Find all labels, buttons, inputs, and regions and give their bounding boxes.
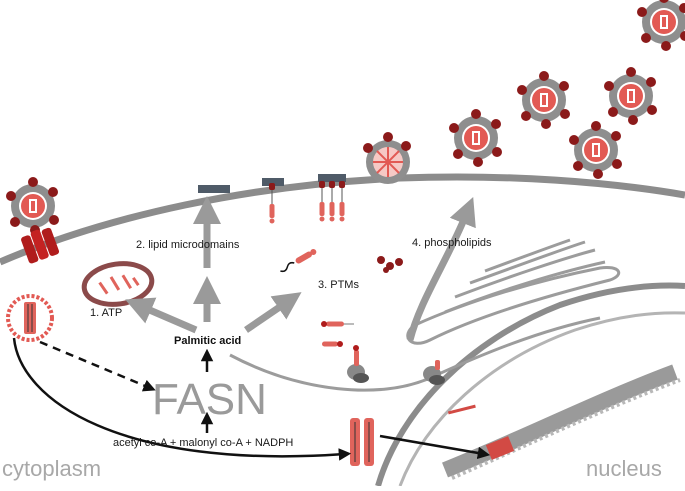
label-fasn: FASN [152,375,267,424]
label-phospholipids: 4. phospholipids [412,237,492,249]
label-nucleus: nucleus [586,456,662,481]
budding-virion [363,132,411,184]
ribosome [347,345,445,385]
glycoprotein-cluster [377,256,403,273]
endoplasmic-reticulum [229,238,621,392]
nuclear-cargo-protein [350,418,374,466]
label-cytoplasm: cytoplasm [2,456,101,481]
black-arrows [12,337,491,461]
label-substrates: acetyl co-A + malonyl co-A + NADPH [113,437,293,449]
entering-virion [6,177,60,264]
lipid-microdomain [198,174,346,193]
uncoated-virion [6,294,54,342]
gray-arrows [125,196,476,341]
nuclear-envelope [375,282,685,487]
label-lipid-microdomains: 2. lipid microdomains [136,239,240,251]
chromatin [442,364,681,480]
mitochondrion [81,261,155,307]
label-palmitic-acid: Palmitic acid [174,335,241,347]
ptm-protein [280,249,354,347]
released-virions [449,0,685,179]
label-atp: 1. ATP [90,307,122,319]
label-ptms: 3. PTMs [318,279,359,291]
nuclear-envelope-inner [398,311,685,487]
